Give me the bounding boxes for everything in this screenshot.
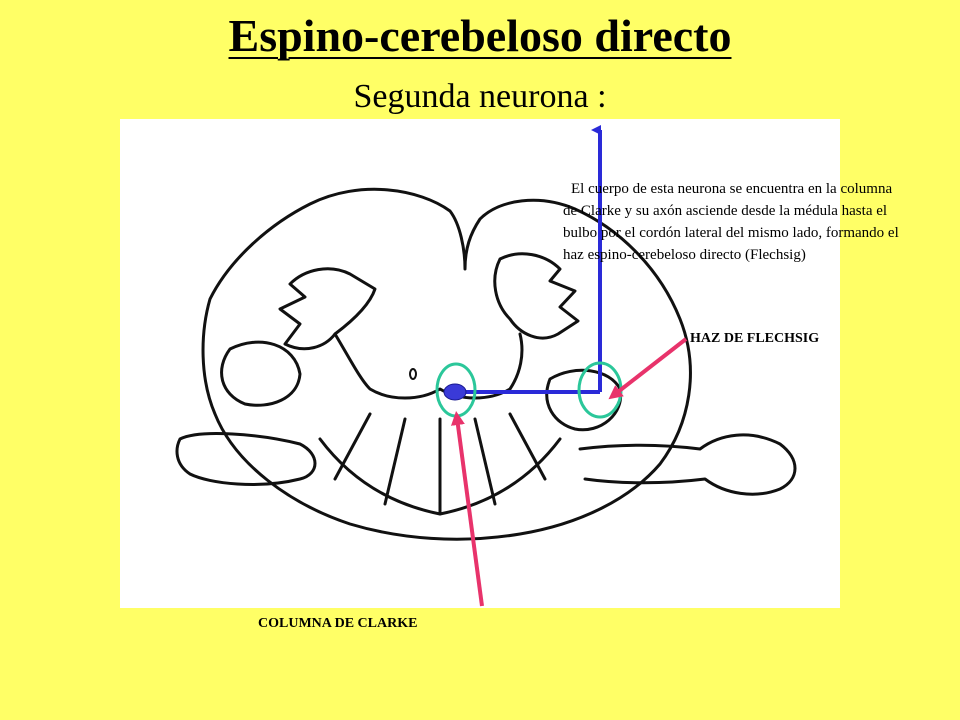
spinal-cord-cross-section-figure: [120, 119, 840, 608]
slide-title: Espino-cerebeloso directo: [228, 10, 732, 61]
flechsig-pointer-arrow: [608, 337, 688, 400]
dorsal-horn-right: [493, 252, 580, 340]
dorsal-horn-left: [278, 267, 377, 351]
ventral-divider-5: [508, 412, 547, 481]
grey-matter: [333, 332, 524, 400]
nerve-root-right: [578, 433, 797, 496]
clarke-pointer-arrow: [450, 411, 484, 607]
cord-outline: [201, 187, 692, 541]
ventral-divider-3: [473, 417, 497, 506]
ventral-divider-4: [333, 412, 372, 481]
neuron-cell-body: [443, 383, 467, 401]
neuron-description: El cuerpo de esta neurona se encuentra e…: [563, 181, 899, 263]
central-canal: [409, 368, 417, 380]
clarke-label: COLUMNA DE CLARKE: [258, 616, 418, 631]
lateral-lobe-left: [220, 340, 302, 407]
nerve-root-left: [175, 432, 317, 486]
spinal-cord-drawing: [175, 187, 797, 541]
slide-subtitle: Segunda neurona :: [353, 78, 607, 115]
ventral-divider-2: [383, 417, 407, 506]
flechsig-label: HAZ DE FLECHSIG: [690, 331, 820, 346]
lateral-lobe-right: [545, 368, 623, 432]
